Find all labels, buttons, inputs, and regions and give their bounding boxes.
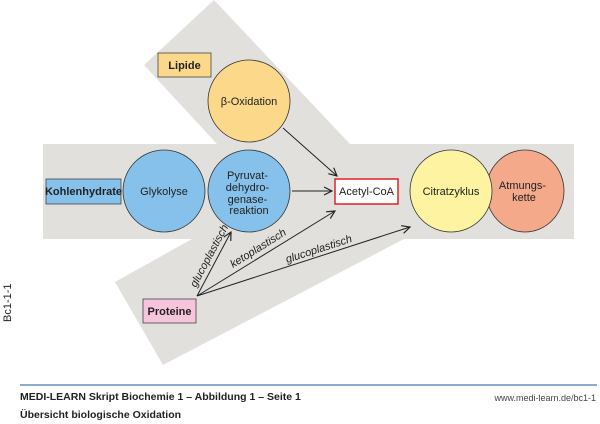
arrow-protein-to-citrat — [196, 227, 410, 297]
figure-code: Bc1-1-1 — [2, 283, 14, 322]
lipide-label: Lipide — [168, 60, 200, 72]
arrow-beta-to-acetyl — [282, 127, 337, 176]
pyruvat-line: dehydro- — [226, 182, 270, 194]
lipide-box — [157, 52, 212, 78]
glykolyse-circle — [122, 149, 206, 233]
beta-oxidation-circle — [207, 59, 291, 143]
footer-subtitle: Übersicht biologische Oxidation — [20, 409, 182, 421]
footer-title: MEDI-LEARN Skript Biochemie 1 – Abbildun… — [20, 391, 301, 403]
footer-url[interactable]: www.medi-learn.de/bc1-1 — [494, 393, 596, 403]
kohlenhydrate-box — [45, 178, 122, 205]
beta-oxidation-label: β-Oxidation — [221, 96, 277, 108]
proteine-box — [142, 298, 197, 324]
acetyl-coa-label: Acetyl-CoA — [339, 186, 395, 198]
atmungskette-label: Atmungs- kette — [499, 180, 549, 204]
pyruvat-circle — [207, 149, 291, 233]
pyruvat-line: Pyruvat- — [227, 170, 268, 182]
citratzyklus-circle — [409, 149, 493, 233]
citratzyklus-label: Citratzyklus — [423, 186, 480, 198]
acetyl-coa-box — [334, 178, 399, 205]
lipid-band — [43, 0, 574, 365]
arrow-protein-to-acetyl — [196, 211, 335, 297]
pyruvat-line: reaktion — [229, 205, 268, 217]
pyruvat-label: Pyruvat- dehydro- genase- reaktion — [226, 170, 272, 217]
glykolyse-label: Glykolyse — [140, 186, 188, 198]
arrow-protein-to-pyruvat — [196, 232, 231, 297]
atmungskette-line: kette — [512, 192, 536, 204]
kohlenhydrate-label: Kohlenhydrate — [45, 186, 122, 198]
atmungskette-line: Atmungs- — [499, 180, 546, 192]
pyruvat-line: genase- — [228, 194, 268, 206]
proteine-label: Proteine — [147, 306, 191, 318]
